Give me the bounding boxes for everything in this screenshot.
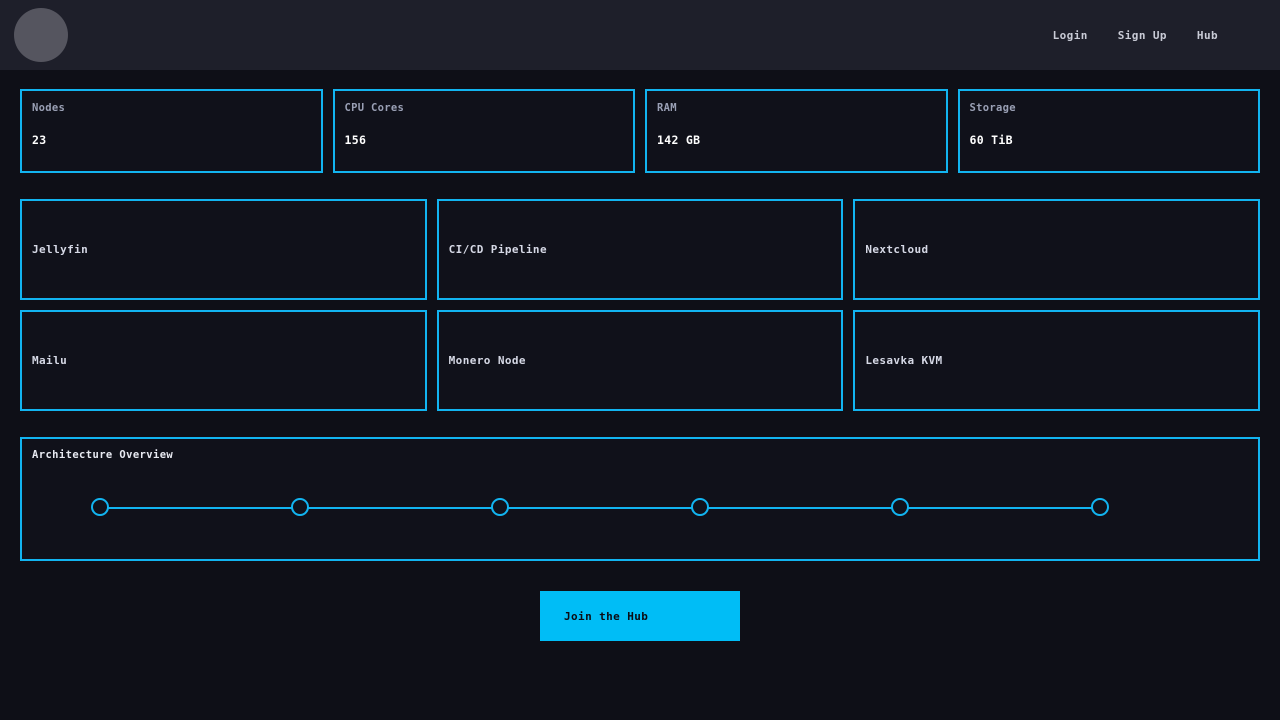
service-card-monero-node[interactable]: Monero Node [436, 310, 844, 411]
stat-value: 142 GB [657, 133, 701, 147]
site-header: Login Sign Up Hub [0, 0, 1280, 71]
main-navigation: Login Sign Up Hub [1053, 29, 1266, 42]
architecture-node[interactable] [891, 498, 909, 516]
service-name: Jellyfin [32, 243, 89, 256]
architecture-connector-line [100, 507, 1100, 509]
stat-card-ram: RAM 142 GB [645, 89, 948, 173]
architecture-node[interactable] [291, 498, 309, 516]
stat-card-storage: Storage 60 TiB [957, 89, 1260, 173]
cta-row: Join the Hub [0, 561, 1280, 641]
architecture-node[interactable] [1091, 498, 1109, 516]
service-card-nextcloud[interactable]: Nextcloud [853, 199, 1260, 300]
stat-value: 156 [344, 133, 367, 147]
stat-label: RAM [657, 102, 677, 114]
service-name: Nextcloud [865, 243, 929, 256]
service-card-mailu[interactable]: Mailu [20, 310, 427, 411]
stat-label: Storage [969, 102, 1016, 114]
stat-card-nodes: Nodes 23 [20, 89, 323, 173]
service-card-jellyfin[interactable]: Jellyfin [20, 199, 427, 300]
architecture-title: Architecture Overview [32, 449, 174, 461]
service-name: CI/CD Pipeline [448, 243, 547, 256]
join-the-hub-button[interactable]: Join the Hub [540, 591, 740, 641]
join-the-hub-label: Join the Hub [564, 609, 649, 623]
architecture-node[interactable] [491, 498, 509, 516]
service-name: Lesavka KVM [865, 354, 943, 367]
nav-link-hub[interactable]: Hub [1196, 28, 1218, 42]
architecture-node[interactable] [91, 498, 109, 516]
architecture-node-diagram [22, 467, 1258, 547]
service-card-lesavka-kvm[interactable]: Lesavka KVM [853, 310, 1260, 411]
architecture-panel: Architecture Overview [20, 437, 1260, 561]
service-name: Mailu [32, 354, 68, 367]
avatar-circle-icon[interactable] [14, 8, 68, 62]
service-card-cicd-pipeline[interactable]: CI/CD Pipeline [436, 199, 844, 300]
stat-value: 23 [32, 133, 47, 147]
nav-link-login[interactable]: Login [1052, 28, 1088, 42]
nav-link-sign-up[interactable]: Sign Up [1117, 28, 1167, 42]
stat-value: 60 TiB [969, 133, 1013, 147]
architecture-section: Architecture Overview [0, 411, 1280, 561]
stat-card-cpu-cores: CPU Cores 156 [332, 89, 635, 173]
services-grid: Jellyfin CI/CD Pipeline Nextcloud Mailu … [0, 173, 1280, 411]
stats-row: Nodes 23 CPU Cores 156 RAM 142 GB Storag… [0, 71, 1280, 173]
stat-label: Nodes [32, 102, 66, 114]
service-name: Monero Node [448, 354, 526, 367]
architecture-node[interactable] [691, 498, 709, 516]
stat-label: CPU Cores [344, 102, 405, 114]
